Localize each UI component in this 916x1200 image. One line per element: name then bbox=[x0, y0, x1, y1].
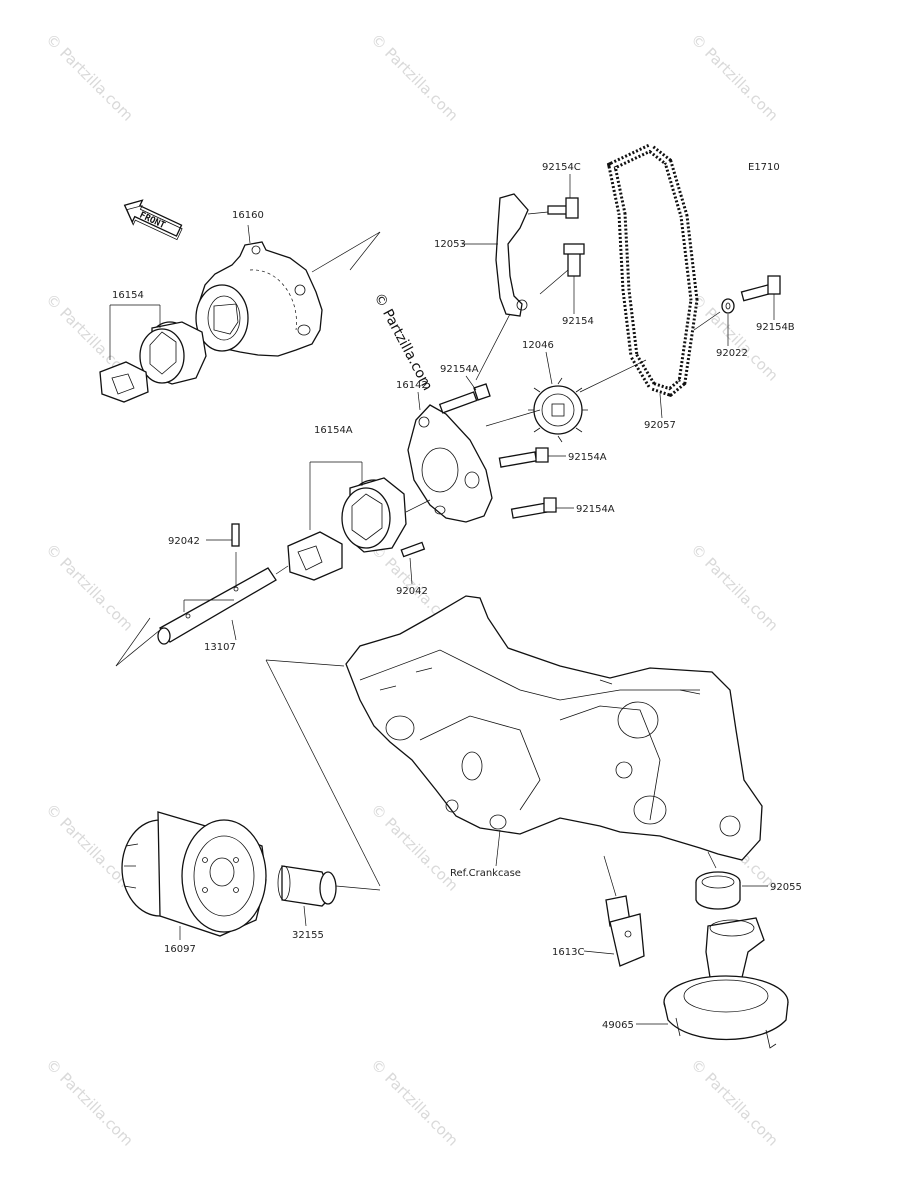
inner-rotor-set bbox=[287, 477, 407, 581]
bolt-92154 bbox=[563, 243, 585, 277]
watermark: © Partzilla.com bbox=[367, 30, 462, 125]
drive-chain bbox=[606, 142, 699, 398]
label-12053: 12053 bbox=[434, 239, 466, 250]
oil-pump-cover bbox=[195, 241, 323, 357]
watermark: © Partzilla.com bbox=[42, 1055, 137, 1150]
watermark: © Partzilla.com bbox=[367, 800, 462, 895]
label-92154A: 92154A bbox=[568, 452, 607, 463]
rotor-set bbox=[99, 321, 207, 403]
label-92154C: 92154C bbox=[542, 162, 581, 173]
label-32155: 32155 bbox=[292, 930, 324, 941]
bolt-92154B bbox=[740, 275, 781, 302]
pump-shaft bbox=[157, 567, 277, 645]
label-16160: 16160 bbox=[232, 210, 264, 221]
dowel-pin bbox=[231, 523, 240, 547]
oil-filter bbox=[121, 811, 267, 937]
dowel-pin bbox=[400, 541, 426, 558]
o-ring bbox=[695, 871, 741, 910]
label-16130: 1613C bbox=[552, 947, 584, 958]
label-16154: 16154 bbox=[112, 290, 144, 301]
label-16154A: 16154A bbox=[314, 425, 353, 436]
label-49065: 49065 bbox=[602, 1020, 634, 1031]
reference-crankcase: Ref.Crankcase bbox=[450, 868, 521, 879]
watermark: © Partzilla.com bbox=[687, 540, 782, 635]
label-92154A: 92154A bbox=[576, 504, 615, 515]
diagram-code: E1710 bbox=[748, 162, 780, 173]
chain-guide bbox=[495, 193, 529, 317]
label-92055: 92055 bbox=[770, 882, 802, 893]
label-92057: 92057 bbox=[644, 420, 676, 431]
watermark: © Partzilla.com bbox=[687, 1055, 782, 1150]
label-16097: 16097 bbox=[164, 944, 196, 955]
label-92154B: 92154B bbox=[756, 322, 795, 333]
center-watermark: © Partzilla.com bbox=[370, 290, 435, 393]
label-92154A: 92154A bbox=[440, 364, 479, 375]
watermark: © Partzilla.com bbox=[367, 1055, 462, 1150]
crankcase bbox=[345, 595, 763, 861]
pressure-switch bbox=[605, 895, 645, 967]
pump-body bbox=[407, 404, 493, 523]
label-16142: 16142 bbox=[396, 380, 428, 391]
watermark: © Partzilla.com bbox=[42, 30, 137, 125]
label-92042: 92042 bbox=[396, 586, 428, 597]
bolt-92154A bbox=[498, 447, 549, 468]
label-92022: 92022 bbox=[716, 348, 748, 359]
label-92042: 92042 bbox=[168, 536, 200, 547]
watermark: © Partzilla.com bbox=[42, 540, 137, 635]
bolt-92154C bbox=[547, 197, 579, 219]
sprocket bbox=[528, 377, 588, 443]
filter-pipe bbox=[277, 865, 337, 907]
front-arrow-icon: FRONT bbox=[123, 199, 183, 241]
label-13107: 13107 bbox=[204, 642, 236, 653]
oil-strainer bbox=[663, 917, 789, 1049]
bolt-92154A bbox=[438, 383, 491, 414]
washer bbox=[721, 298, 735, 314]
label-92154: 92154 bbox=[562, 316, 594, 327]
bolt-92154A bbox=[510, 497, 557, 519]
watermark: © Partzilla.com bbox=[687, 30, 782, 125]
label-12046: 12046 bbox=[522, 340, 554, 351]
